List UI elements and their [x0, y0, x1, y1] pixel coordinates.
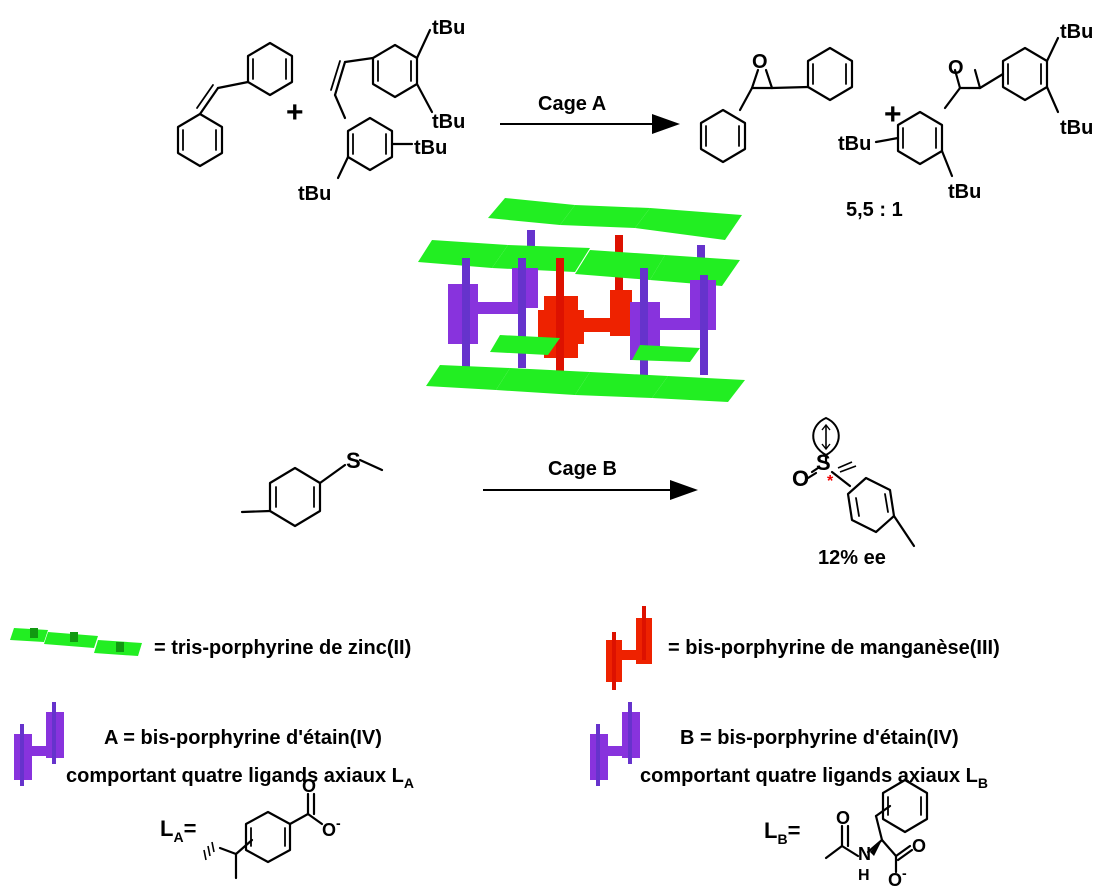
tin-a-legend-line1: A = bis-porphyrine d'étain(IV): [104, 727, 382, 749]
tin-a-legend-line2: comportant quatre ligands axiaux LA: [66, 765, 414, 791]
ligand-nitrogen: N: [858, 844, 871, 864]
plus-sign-2: +: [884, 98, 902, 131]
tin-b-subscript: B: [978, 775, 988, 791]
sulfur-label: S: [346, 448, 361, 473]
tin-b-legend-text: comportant quatre ligands axiaux L: [640, 765, 978, 787]
plus-sign-1: +: [286, 96, 304, 129]
zinc-legend-text: = tris-porphyrine de zinc(II): [154, 637, 411, 659]
ligand-oxygen: O: [912, 836, 926, 856]
ligand-la-label: LA=: [160, 816, 196, 845]
tin-b-legend-line1: B = bis-porphyrine d'étain(IV): [680, 727, 959, 749]
manganese-bis-porphyrin-icon: [606, 606, 652, 690]
tbu-label: tBu: [414, 137, 447, 159]
oxygen-label: O: [752, 51, 768, 73]
tbu-label: tBu: [838, 133, 871, 155]
tetra-tbu-cis-stilbene: [330, 28, 434, 180]
tin-bis-porphyrin-b-icon: [590, 702, 640, 786]
tin-a-legend-text: comportant quatre ligands axiaux L: [66, 765, 404, 787]
cis-stilbene: [176, 41, 294, 168]
molecular-cage-illustration: [418, 198, 745, 402]
tbu-label: tBu: [432, 17, 465, 39]
ratio-label: 5,5 : 1: [846, 199, 903, 221]
sulfur-label: S: [816, 450, 831, 475]
manganese-legend-text: = bis-porphyrine de manganèse(III): [668, 637, 1000, 659]
zinc-tris-porphyrin-icon: [10, 628, 142, 656]
stilbene-oxide: [699, 46, 854, 164]
ee-label: 12% ee: [818, 547, 886, 569]
tbu-label: tBu: [1060, 117, 1093, 139]
tin-bis-porphyrin-a-icon: [14, 702, 64, 786]
methyl-p-tolyl-sulfide: [240, 458, 384, 528]
ligand-oxygen: O: [302, 776, 316, 796]
ligand-oxygen-anion: O-: [322, 815, 341, 840]
ligand-la-structure: [203, 792, 324, 880]
tin-a-subscript: A: [404, 775, 414, 791]
ligand-hydrogen: H: [858, 867, 870, 884]
oxygen-label: O: [948, 57, 964, 79]
tbu-label: tBu: [1060, 21, 1093, 43]
cage-b-label: Cage B: [548, 458, 617, 480]
tin-b-legend-line2: comportant quatre ligands axiaux LB: [640, 765, 988, 791]
cage-a-label: Cage A: [538, 93, 606, 115]
chiral-sulfoxide: [806, 416, 916, 548]
ligand-lb-structure: [824, 778, 929, 874]
tbu-label: tBu: [432, 111, 465, 133]
tbu-label: tBu: [948, 181, 981, 203]
tetra-tbu-stilbene-oxide: [874, 36, 1060, 178]
tbu-label: tBu: [298, 183, 331, 205]
stereocenter-mark: *: [827, 473, 834, 490]
oxygen-label: O: [792, 466, 809, 491]
ligand-lb-label: LB=: [764, 818, 800, 847]
ligand-oxygen: O: [836, 808, 850, 828]
ligand-oxygen-anion: O-: [888, 865, 907, 890]
